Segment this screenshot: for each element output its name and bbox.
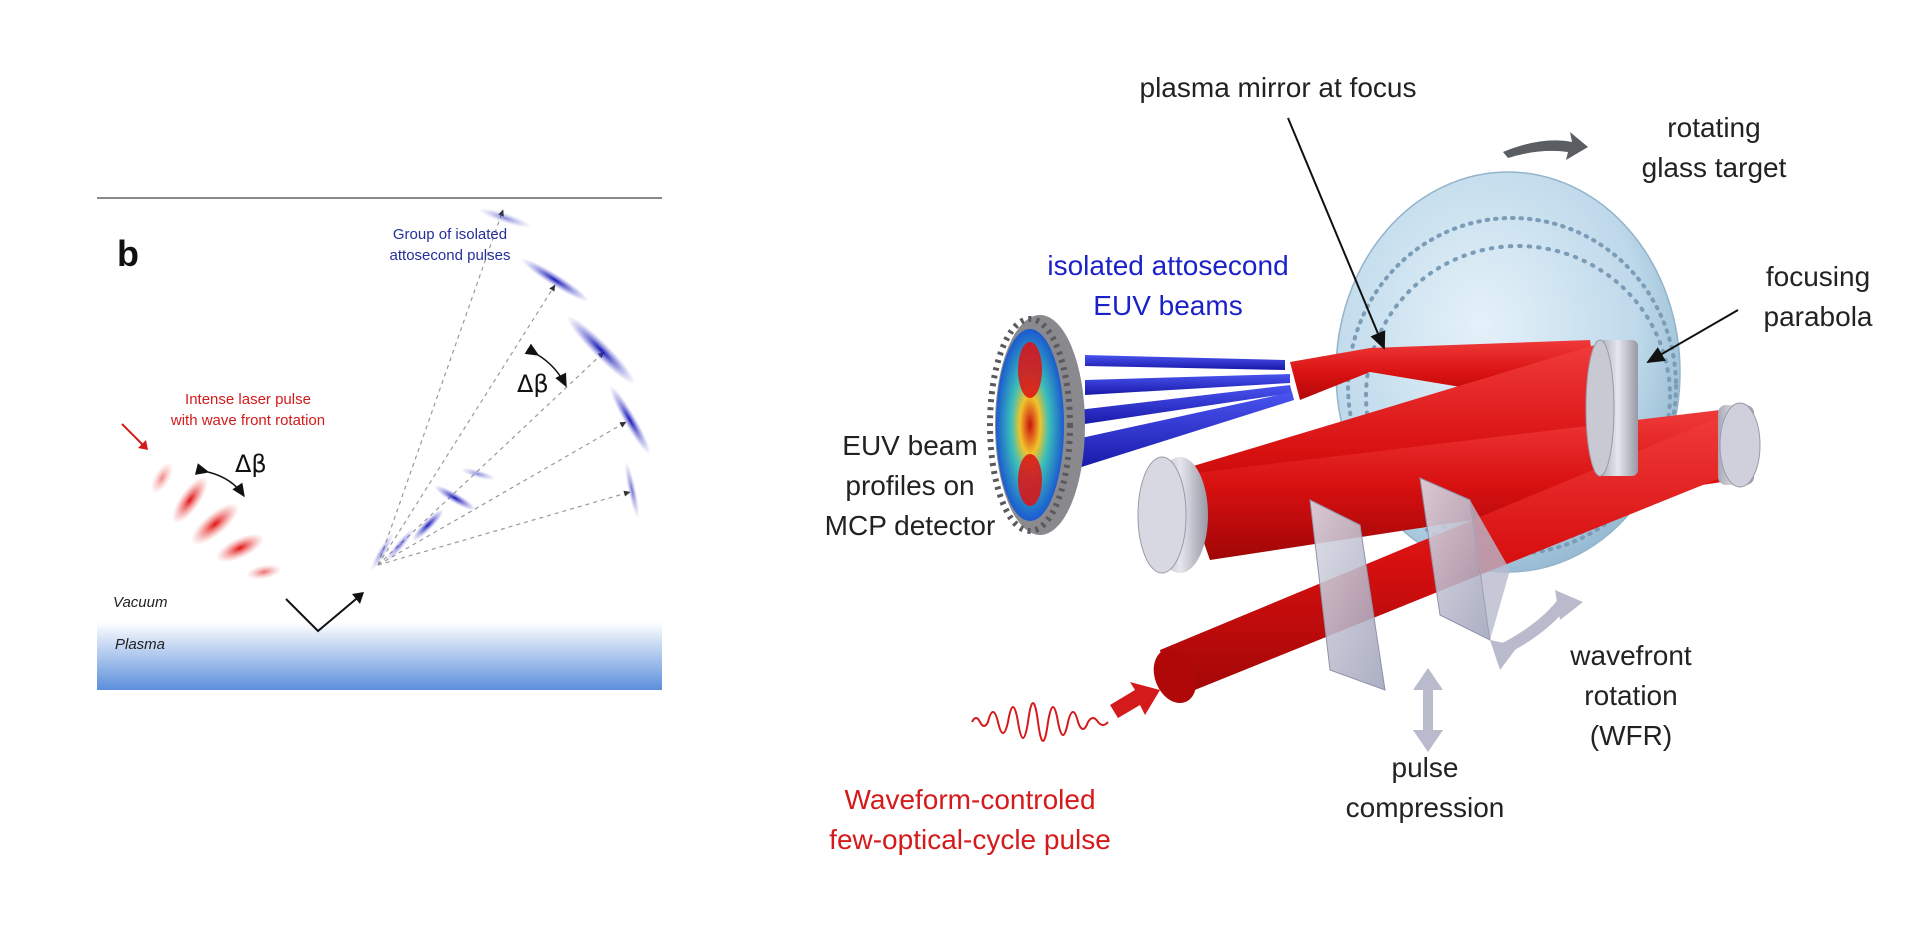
prisms — [1309, 477, 1510, 691]
laser-incoming-arrow — [121, 423, 145, 447]
reflection-arrow — [285, 593, 363, 633]
mcp-detector — [987, 315, 1085, 535]
vacuum-label: Vacuum — [113, 594, 168, 611]
panel-letter: b — [117, 233, 139, 274]
input-arrow-icon — [1110, 682, 1160, 718]
compression-arrow-icon — [1413, 668, 1443, 752]
input-waveform — [971, 702, 1109, 742]
input-pulse-label: Waveform-controled few-optical-cycle pul… — [829, 784, 1111, 855]
euv-beams-label: isolated attosecond EUV beams — [1047, 250, 1289, 321]
pulse-compression-label: pulse compression — [1345, 752, 1505, 823]
attosecond-pulses — [370, 208, 651, 572]
wfr-arrow-icon — [1490, 590, 1583, 670]
plasma-label: Plasma — [115, 636, 166, 653]
laser-label: Intense laser pulse with wave front rota… — [170, 391, 326, 429]
flat-mirror-left — [1137, 456, 1208, 574]
euv-beams — [1072, 355, 1294, 470]
parabola-leader — [1646, 309, 1739, 364]
delta-beta-right: Δβ — [517, 370, 549, 398]
wavefront-rotation-label: wavefront rotation (WFR) — [1570, 640, 1692, 751]
delta-beta-arrow-right — [524, 343, 567, 388]
group-label: Group of isolated attosecond pulses — [389, 226, 511, 264]
mirror-right — [1718, 402, 1761, 488]
delta-beta-arrow-left — [194, 463, 245, 498]
attosecond-rays — [377, 209, 631, 566]
rotating-target-label: rotating glass target — [1641, 112, 1787, 183]
delta-beta-left: Δβ — [235, 450, 267, 478]
focusing-parabola-label: focusing parabola — [1763, 261, 1873, 332]
focusing-parabola — [1585, 339, 1638, 477]
plasma-region — [97, 622, 662, 690]
beam-profiles-label: EUV beam profiles on MCP detector — [824, 430, 996, 541]
rotation-arrow-icon — [1503, 132, 1588, 160]
plasma-mirror-label: plasma mirror at focus — [1139, 72, 1417, 103]
plasma-mirror-leader — [1287, 117, 1386, 350]
